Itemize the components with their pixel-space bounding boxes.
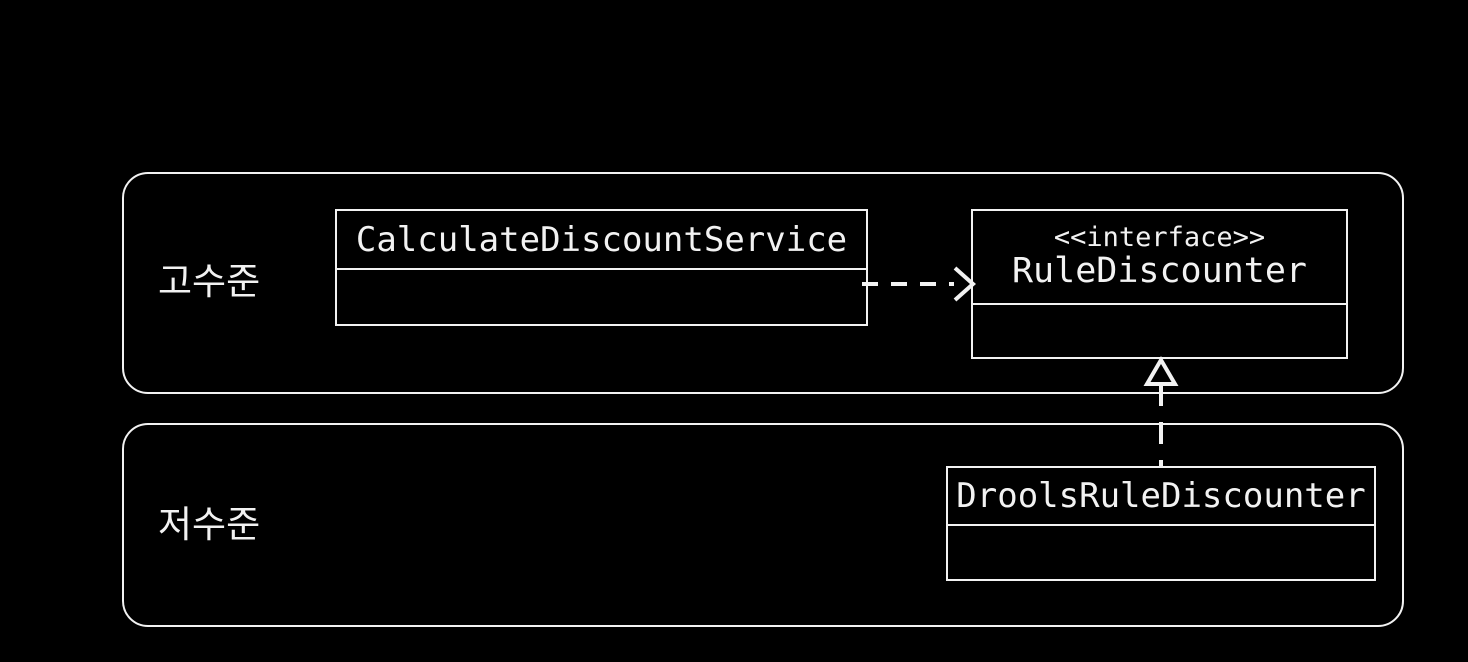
class-box-drools-rule-discounter[interactable]: DroolsRuleDiscounter [946,466,1376,581]
layer-group-low-level [122,423,1404,627]
dependency-arrow-calculate-discount-service-to-rule-discounter [862,266,977,302]
class-box-rule-discounter[interactable]: <<interface>> RuleDiscounter [971,209,1348,359]
realization-link-drools-rule-discounter-to-rule-discounter [1143,356,1179,468]
class-name-calculate-discount-service: CalculateDiscountService [355,219,848,260]
class-name-drools-rule-discounter: DroolsRuleDiscounter [956,476,1366,516]
dependency-open-arrowhead [953,266,977,302]
realization-hollow-triangle-icon [1143,356,1179,386]
class-members-compartment-drools-rule-discounter [948,524,1374,579]
class-header-rule-discounter: <<interface>> RuleDiscounter [973,211,1346,303]
class-name-rule-discounter: RuleDiscounter [1011,250,1307,291]
layer-label-high-level: 고수준 [158,260,261,303]
class-box-calculate-discount-service[interactable]: CalculateDiscountService [335,209,868,326]
layer-group-high-level [122,172,1404,394]
layer-label-low-level: 저수준 [158,503,261,546]
stereotype-label-interface: <<interface>> [1053,222,1266,254]
class-members-compartment-calculate-discount-service [337,268,866,324]
class-members-compartment-rule-discounter [973,303,1346,357]
